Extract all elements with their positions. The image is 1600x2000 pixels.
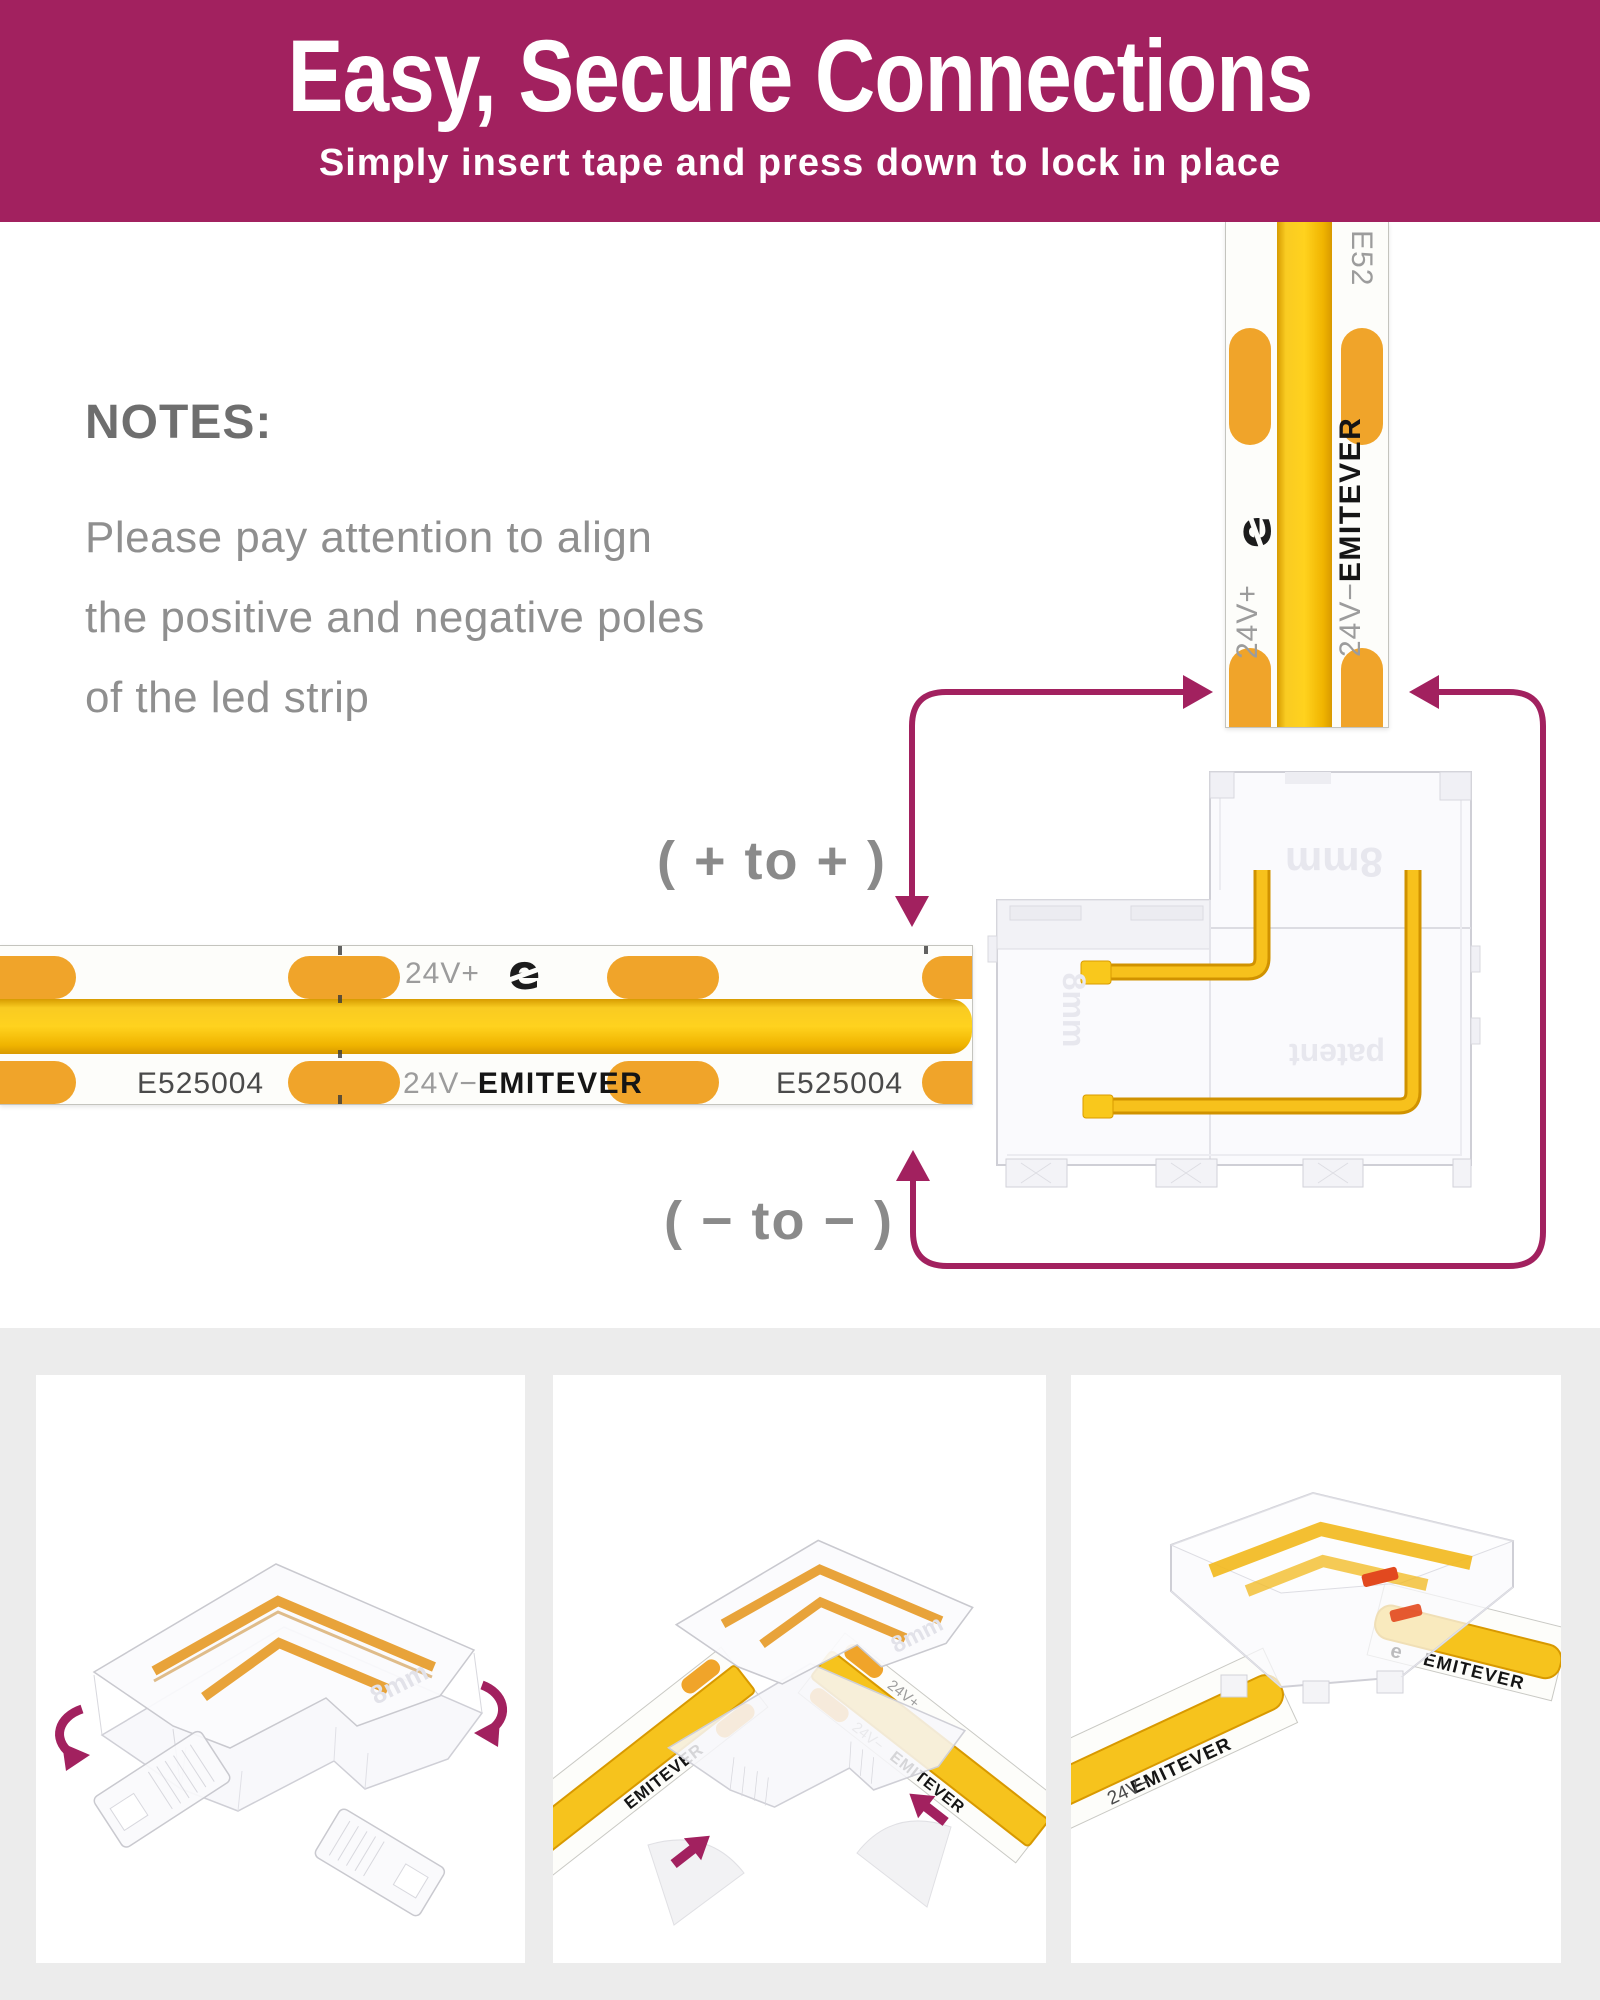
solder-pad <box>607 1061 719 1104</box>
cob-led-band <box>0 999 972 1054</box>
cert-number-partial: E52 <box>1345 230 1378 287</box>
corner-connector-illustration: 8mm patent 8mm <box>987 771 1481 1188</box>
cut-mark <box>338 1050 342 1058</box>
patent-label: patent <box>1289 1037 1385 1073</box>
horizontal-led-strip: 24V+ e E525004 24V−EMITEVER E525004 <box>0 945 973 1105</box>
notes-line-1: Please pay attention to align <box>85 513 653 562</box>
step-3-panel: EMITEVER 24V− e EMITEVER e <box>1071 1375 1561 1963</box>
connector-lid: 8mm <box>674 1539 974 1685</box>
cert-number: E525004 <box>137 1067 265 1100</box>
connector-lid: 8mm <box>92 1563 476 1749</box>
connector-base <box>667 1662 967 1808</box>
brand-label: EMITEVER <box>477 1067 644 1100</box>
vertical-led-strip: E52 24V−EMITEVER 24V+ e <box>1225 222 1389 728</box>
notes-heading: NOTES: <box>85 396 273 449</box>
strip-marking-right: 24V−EMITEVER <box>1334 417 1368 657</box>
rotate-arrow-left-icon <box>55 1704 90 1771</box>
cut-mark <box>338 995 342 1003</box>
notes-line-3: of the led strip <box>85 673 370 722</box>
step-2-panel: EMITEVER 24V+ 24V− EMITEVER <box>553 1375 1046 1963</box>
width-label: 8mm <box>1056 973 1092 1048</box>
emitever-logo-icon: e <box>1226 515 1283 549</box>
solder-pad <box>607 956 719 999</box>
cert-number: E525004 <box>776 1067 904 1100</box>
emitever-logo-icon: e <box>508 945 541 1001</box>
solder-pad <box>922 1061 972 1104</box>
solder-pad <box>922 956 972 999</box>
brand-label: EMITEVER <box>1334 416 1367 583</box>
step-1-illustration: 8mm <box>55 1563 507 1917</box>
strip-clamp-right <box>314 1808 446 1917</box>
solder-pad <box>0 956 76 999</box>
step-1-panel: 8mm <box>36 1375 525 1963</box>
voltage-minus-label: 24V− <box>403 1067 478 1100</box>
voltage-plus-label: 24V+ <box>1231 584 1264 660</box>
solder-pad <box>1229 328 1271 445</box>
minus-to-minus-label: ( − to − ) <box>663 1191 894 1251</box>
page-title: Easy, Secure Connections <box>287 19 1313 133</box>
solder-pad <box>288 1061 400 1104</box>
cut-mark <box>338 1095 342 1104</box>
solder-pad <box>0 1061 76 1104</box>
width-label: 8mm <box>1285 839 1383 886</box>
page-subtitle: Simply insert tape and press down to loc… <box>318 142 1282 184</box>
header-banner: Easy, Secure Connections Simply insert t… <box>0 0 1600 222</box>
voltage-plus-label: 24V+ <box>405 957 480 990</box>
solder-pad <box>288 956 400 999</box>
notes-line-2: the positive and negative poles <box>85 593 705 642</box>
step-3-illustration: EMITEVER 24V− e EMITEVER e <box>1071 1491 1561 1850</box>
plus-to-plus-label: ( + to + ) <box>656 831 887 891</box>
cob-led-band <box>1277 222 1332 727</box>
solder-pad <box>1341 328 1383 445</box>
notes-text: Please pay attention to align the positi… <box>85 498 705 738</box>
insert-arrow-left-icon <box>670 1835 710 1868</box>
solder-pad <box>1341 648 1383 727</box>
cut-mark <box>338 946 342 955</box>
insert-arrow-right-icon <box>909 1793 949 1826</box>
strip-marking-bottom: 24V−EMITEVER <box>403 1067 643 1101</box>
voltage-minus-label: 24V− <box>1334 582 1367 657</box>
connector-body <box>1169 1491 1515 1704</box>
step-2-illustration: EMITEVER 24V+ 24V− EMITEVER <box>553 1539 1046 1926</box>
led-strip-left: EMITEVER 24V− e <box>1071 1647 1299 1850</box>
cut-mark <box>924 946 928 954</box>
rotate-arrow-right-icon <box>474 1680 507 1747</box>
strip-clamp-left <box>93 1730 231 1848</box>
